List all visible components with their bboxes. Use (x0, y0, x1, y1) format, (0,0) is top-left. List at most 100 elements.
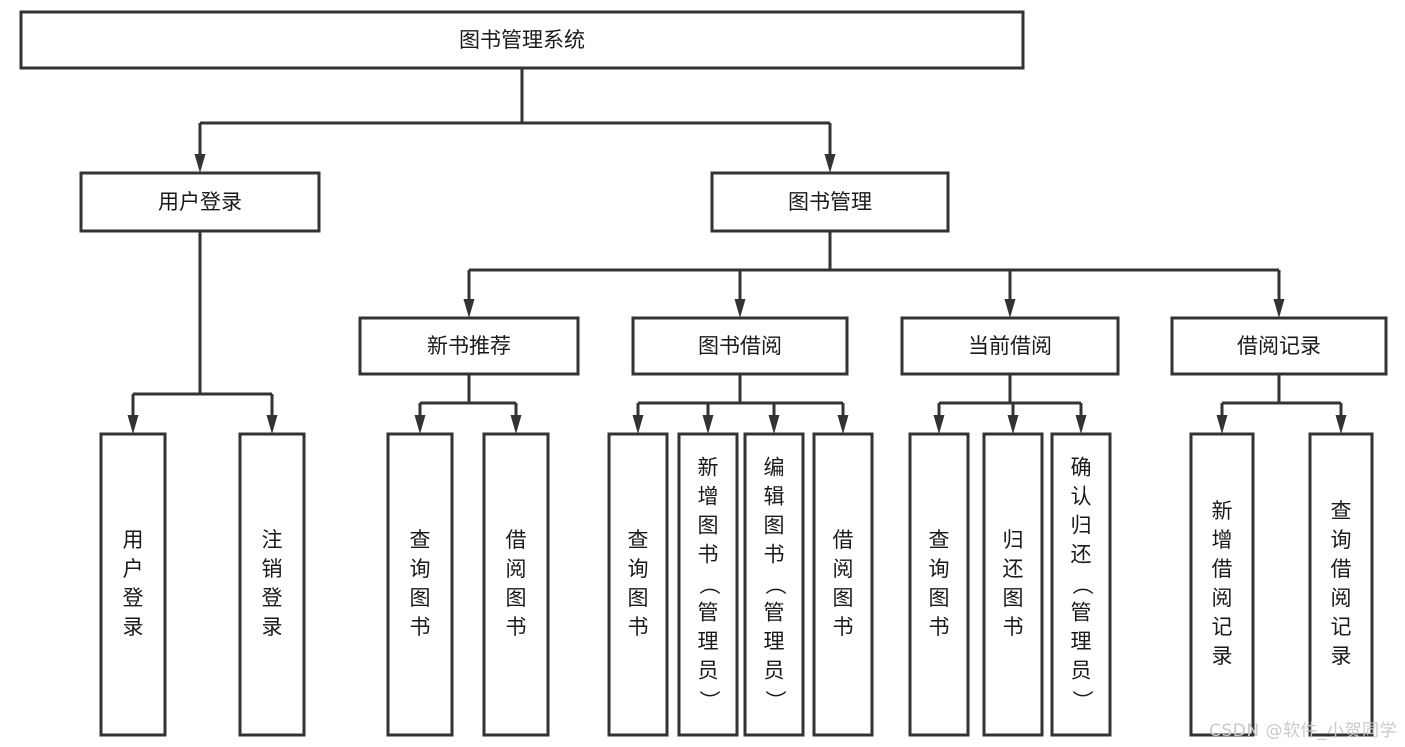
arrow-head-icon (632, 415, 644, 434)
arrow-head-icon (1004, 299, 1016, 318)
node-box (982, 432, 1044, 737)
node-label-char: 图 (410, 586, 431, 610)
node-record[interactable]: 借阅记录 (1170, 316, 1388, 376)
node-label-char: 图 (628, 586, 649, 610)
node-label-char: 图 (929, 586, 950, 610)
arrow-head-icon (1216, 415, 1228, 434)
node-label-char: ） (697, 690, 721, 711)
node-box (238, 432, 306, 737)
node-borrow[interactable]: 图书借阅 (631, 316, 849, 376)
node-label-char: 阅 (833, 557, 854, 581)
arrow-head-icon (702, 415, 714, 434)
node-label-char: 登 (262, 586, 283, 610)
node-label-char: 图 (506, 586, 527, 610)
node-box (1308, 432, 1374, 737)
node-bookmgmt[interactable]: 图书管理 (710, 171, 950, 233)
node-label-char: 询 (628, 557, 649, 581)
node-box (743, 432, 805, 737)
node-label-char: 新 (698, 456, 719, 480)
node-box (1170, 316, 1388, 376)
node-label-char: 新 (1212, 499, 1233, 523)
node-label: 当前借阅 (968, 334, 1052, 358)
node-box (79, 171, 321, 233)
node-box (358, 316, 580, 376)
node-leaf-user-login[interactable]: 用户登录 (99, 432, 167, 737)
node-label-char: 销 (262, 557, 283, 581)
node-box (908, 432, 970, 737)
node-label-char: 增 (698, 485, 719, 509)
node-label-char: 录 (262, 615, 283, 639)
node-label-char: 图 (833, 586, 854, 610)
arrow-head-icon (127, 415, 139, 434)
node-login[interactable]: 用户登录 (79, 171, 321, 233)
node-label-char: 员 (698, 659, 719, 683)
node-box (99, 432, 167, 737)
node-box (607, 432, 669, 737)
node-box (710, 171, 950, 233)
node-label-char: 管 (698, 601, 719, 625)
node-label-char: 确 (1071, 456, 1092, 480)
connector-layer (127, 68, 1347, 434)
node-label-char: 阅 (506, 557, 527, 581)
node-label-char: 借 (833, 528, 854, 552)
node-label-char: 书 (764, 543, 785, 567)
arrow-head-icon (510, 415, 522, 434)
arrow-head-icon (266, 415, 278, 434)
node-root[interactable]: 图书管理系统 (19, 10, 1025, 70)
arrow-head-icon (1273, 299, 1285, 318)
node-box (19, 10, 1025, 70)
node-label-char: 用 (123, 528, 144, 552)
node-label-char: 理 (764, 630, 785, 654)
node-label-char: 还 (1071, 543, 1092, 567)
arrow-head-icon (194, 154, 206, 173)
node-label-char: 编 (764, 456, 785, 480)
arrow-head-icon (1335, 415, 1347, 434)
node-label-char: 书 (628, 615, 649, 639)
node-label-char: 录 (1212, 644, 1233, 668)
node-label-char: 还 (1003, 557, 1024, 581)
node-layer: 图书管理系统用户登录图书管理新书推荐图书借阅当前借阅借阅记录用户登录注销登录查询… (19, 10, 1388, 737)
node-label-char: 书 (506, 615, 527, 639)
node-current[interactable]: 当前借阅 (900, 316, 1120, 376)
node-label-char: 询 (929, 557, 950, 581)
node-label-char: 管 (764, 601, 785, 625)
node-newbook[interactable]: 新书推荐 (358, 316, 580, 376)
node-label-char: 员 (1071, 659, 1092, 683)
node-label-char: 借 (1212, 557, 1233, 581)
node-label-char: 借 (1331, 557, 1352, 581)
node-label-char: 户 (123, 557, 144, 581)
arrow-head-icon (463, 299, 475, 318)
node-label-char: 查 (628, 528, 649, 552)
node-label: 借阅记录 (1237, 334, 1321, 358)
node-label-char: 理 (698, 630, 719, 654)
node-box (482, 432, 550, 737)
node-label: 图书管理系统 (459, 28, 585, 52)
node-label-char: 书 (410, 615, 431, 639)
arrow-head-icon (1007, 415, 1019, 434)
node-label-char: 书 (1003, 615, 1024, 639)
node-label-char: 归 (1003, 528, 1024, 552)
